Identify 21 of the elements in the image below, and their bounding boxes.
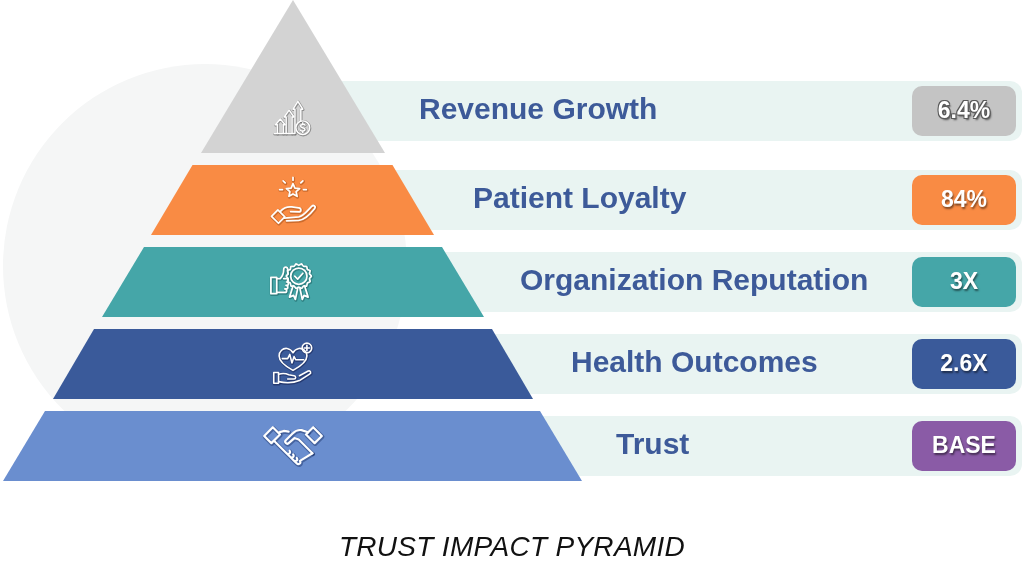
pyramid-top-tier [201, 0, 385, 153]
tier-label: Revenue Growth [419, 91, 658, 127]
metric-badge: 84% [912, 175, 1016, 225]
label-band [494, 334, 1022, 394]
tier-label: Patient Loyalty [473, 180, 687, 216]
tier-label: Organization Reputation [520, 262, 869, 298]
label-band [342, 81, 1022, 141]
pyramid-tier [53, 329, 533, 399]
pyramid-tier [102, 247, 484, 317]
label-band [543, 416, 1022, 476]
metric-badge: BASE [912, 421, 1016, 471]
tier-label: Trust [616, 426, 690, 462]
metric-badge: 3X [912, 257, 1016, 307]
metric-badge: 6.4% [912, 86, 1016, 136]
label-band [445, 252, 1022, 312]
tier-label: Health Outcomes [571, 344, 818, 380]
pyramid-tier [151, 165, 434, 235]
metric-badge: 2.6X [912, 339, 1016, 389]
label-band [395, 170, 1022, 230]
diagram-caption: TRUST IMPACT PYRAMID [338, 530, 686, 564]
pyramid-base-tier [3, 411, 582, 481]
